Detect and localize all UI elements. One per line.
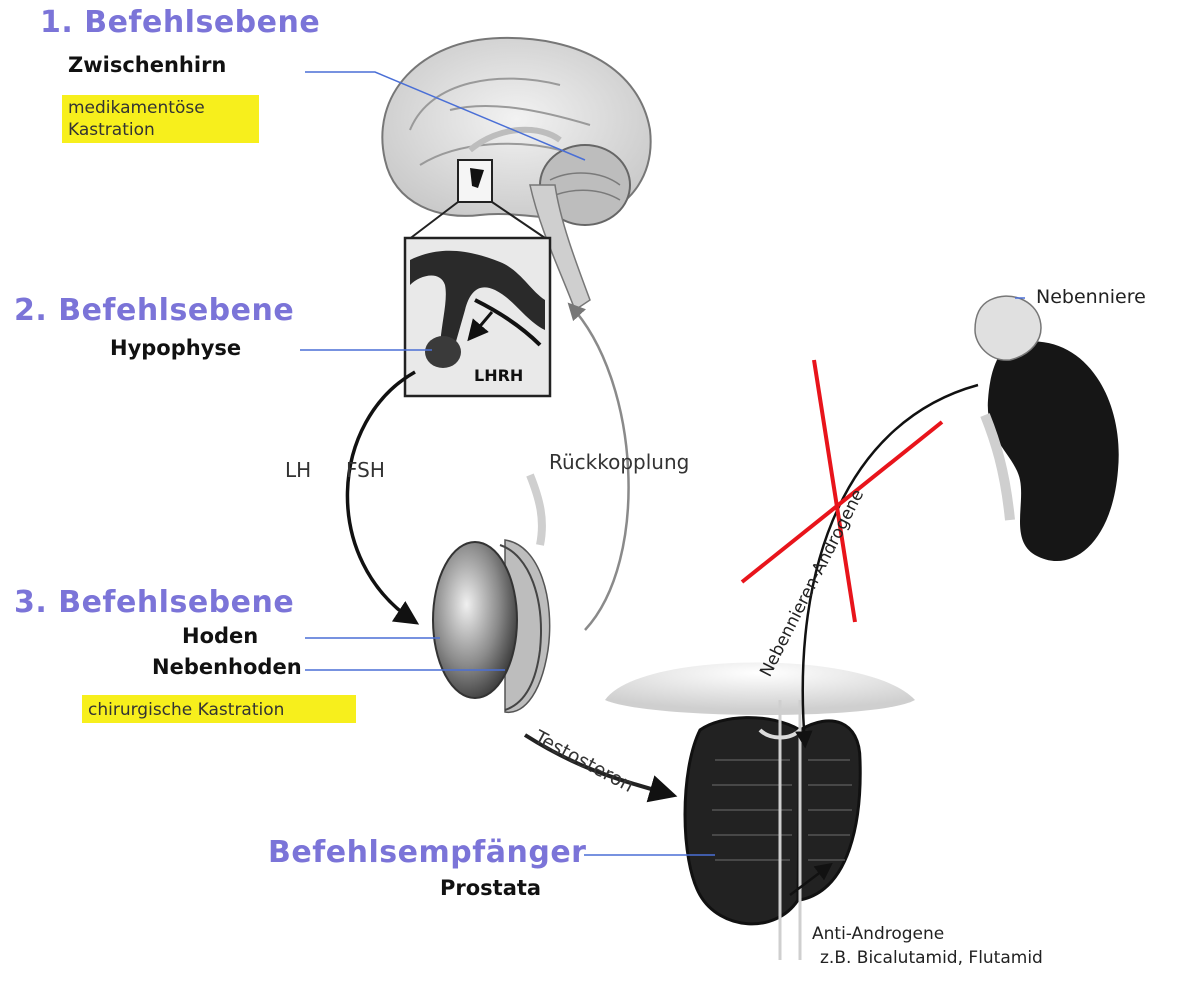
highlight-line-1: medikamentöse	[68, 97, 253, 119]
red-cross-mark	[742, 360, 942, 622]
receiver-organ: Prostata	[440, 878, 541, 899]
anti-androgens-examples: z.B. Bicalutamid, Flutamid	[820, 950, 1043, 967]
lh-label: LH	[285, 460, 311, 480]
highlight-line-2: Kastration	[68, 119, 253, 141]
lhrh-label: LHRH	[474, 368, 523, 384]
second-level-organ: Hypophyse	[110, 338, 241, 359]
anti-androgens-label: Anti-Androgene	[812, 926, 944, 943]
medication-castration-highlight: medikamentöse Kastration	[62, 95, 259, 143]
lh-fsh-arrow	[347, 372, 415, 622]
third-level-organ-testis: Hoden	[182, 626, 258, 647]
third-level-organ-epididymis: Nebenhoden	[152, 657, 302, 678]
third-level-title: 3. Befehlsebene	[14, 588, 294, 618]
feedback-label: Rückkopplung	[549, 452, 689, 472]
surgical-castration-highlight: chirurgische Kastration	[82, 695, 356, 723]
receiver-title: Befehlsempfänger	[268, 838, 586, 868]
first-level-organ: Zwischenhirn	[68, 55, 226, 76]
fsh-label: FSH	[346, 460, 385, 480]
testis-illustration	[433, 475, 550, 712]
second-level-title: 2. Befehlsebene	[14, 296, 294, 326]
first-level-title: 1. Befehlsebene	[40, 8, 320, 38]
kidney-illustration	[975, 296, 1119, 561]
prostate-illustration	[605, 663, 915, 961]
adrenal-label: Nebenniere	[1036, 288, 1146, 307]
